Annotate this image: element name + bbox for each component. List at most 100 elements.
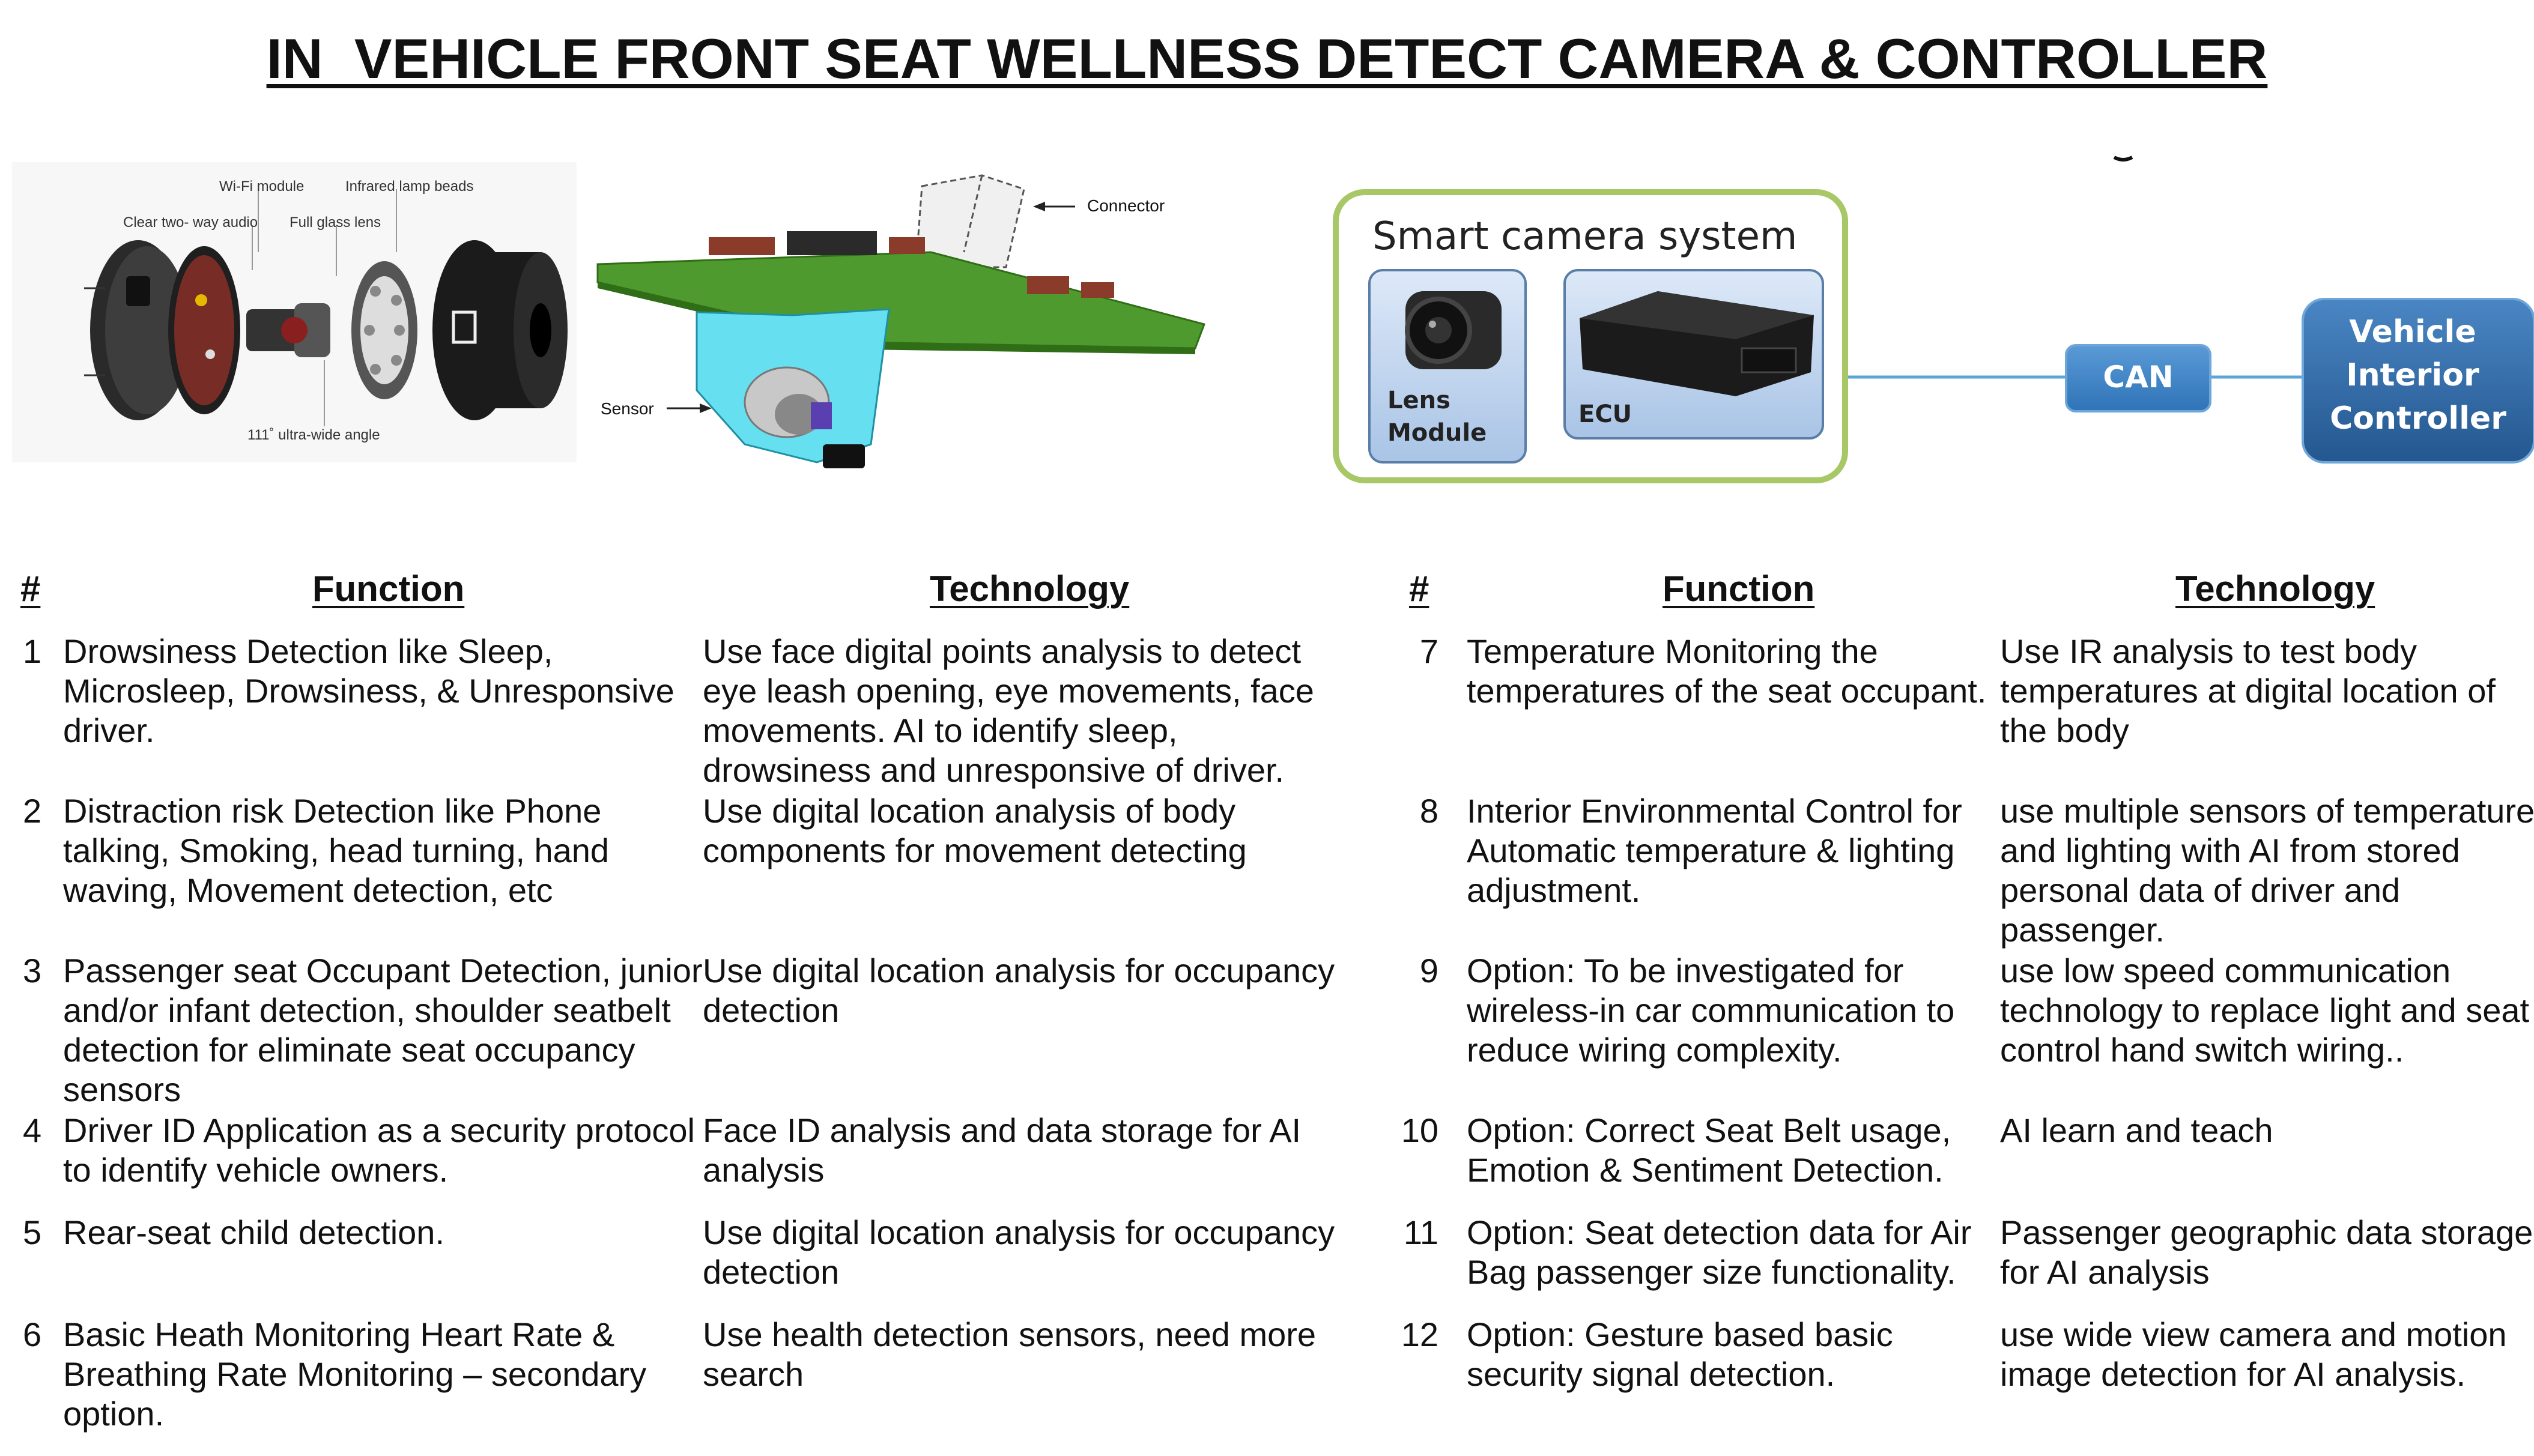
left-row-function-line: waving, Movement detection, etc (63, 871, 553, 909)
left-row-num: 2 (23, 791, 41, 831)
left-row-num-line: 5 (23, 1213, 42, 1251)
left-row-num-line: 1 (23, 632, 42, 670)
controller-label: Vehicle Interior Controller (2330, 314, 2506, 436)
camera-lens-icon (1405, 291, 1502, 369)
right-row-function-line: Option: To be investigated for (1467, 952, 1904, 989)
left-row-function-line: to identify vehicle owners. (63, 1151, 449, 1189)
right-row-technology-line: use low speed communication (2000, 952, 2451, 989)
right-row-num: 9 (1396, 951, 1438, 991)
left-row-num: 3 (23, 951, 41, 991)
left-row-technology-line: drowsiness and unresponsive of driver. (703, 751, 1285, 789)
left-technology-header: Technology (930, 569, 1130, 609)
left-row-function-line: Basic Heath Monitoring Heart Rate & (63, 1316, 615, 1353)
left-row-function-line: Microsleep, Drowsiness, & Unresponsive (63, 672, 674, 710)
right-row-function-line: security signal detection. (1467, 1355, 1835, 1393)
left-row-technology-line: Face ID analysis and data storage for AI (703, 1111, 1302, 1149)
connector-label: Connector (1087, 196, 1165, 215)
left-row-technology-line: detection (703, 991, 840, 1029)
glass-lens-label: Full glass lens (289, 214, 381, 231)
left-row-function-line: driver. (63, 711, 155, 749)
circuit-board-icon (168, 246, 240, 414)
left-row-num: 1 (23, 632, 41, 671)
left-row-technology: Use digital location analysis for occupa… (703, 1213, 1363, 1292)
left-row-technology-line: analysis (703, 1151, 825, 1189)
right-row-technology-line: AI learn and teach (2000, 1111, 2273, 1149)
right-row-function-line: Option: Correct Seat Belt usage, (1467, 1111, 1951, 1149)
left-row-technology: Face ID analysis and data storage for AI… (703, 1111, 1363, 1190)
right-row-num-line: 8 (1419, 792, 1438, 830)
right-num-header: # (1409, 569, 1429, 609)
right-row-technology-line: temperatures at digital location of (2000, 672, 2496, 710)
right-row-technology-line: use wide view camera and motion (2000, 1316, 2507, 1353)
right-row-technology-line: the body (2000, 711, 2129, 749)
ecu-box: ECU (1563, 269, 1824, 440)
pcb-sensor-diagram: Connector Sensor (596, 174, 1205, 468)
page-title: IN VEHICLE FRONT SEAT WELLNESS DETECT CA… (266, 27, 2268, 90)
left-row-technology: Use face digital points analysis to dete… (703, 632, 1363, 790)
infrared-lamp-label: Infrared lamp beads (345, 178, 473, 195)
right-row-function-line: Temperature Monitoring the (1467, 632, 1878, 670)
left-row-function: Passenger seat Occupant Detection, junio… (63, 951, 703, 1110)
left-row-function-line: and/or infant detection, shoulder seatbe… (63, 991, 671, 1029)
left-row-num-line: 6 (23, 1316, 42, 1353)
right-row-function-line: wireless-in car communication to (1467, 991, 1955, 1029)
right-row-num: 10 (1396, 1111, 1438, 1150)
right-row-technology-line: image detection for AI analysis. (2000, 1355, 2466, 1393)
left-row-function-line: Distraction risk Detection like Phone (63, 792, 602, 830)
right-row-num-line: 7 (1419, 632, 1438, 670)
left-row-function-line: option. (63, 1395, 165, 1433)
right-technology-header: Technology (2175, 569, 2375, 609)
left-row-technology-line: Use digital location analysis for occupa… (703, 952, 1335, 989)
camera-exploded-image: Wi-Fi module Infrared lamp beads Clear t… (12, 162, 577, 462)
right-row-num-line: 10 (1401, 1111, 1438, 1149)
right-row-function-line: Option: Seat detection data for Air (1467, 1213, 1972, 1251)
left-row-function: Rear-seat child detection. (63, 1213, 700, 1252)
left-row-technology-line: Use digital location analysis for occupa… (703, 1213, 1335, 1251)
left-row-num: 4 (23, 1111, 41, 1150)
left-row-function-line: Passenger seat Occupant Detection, junio… (63, 952, 703, 989)
can-label: CAN (2103, 360, 2173, 394)
left-row-technology: Use digital location analysis for occupa… (703, 951, 1363, 1030)
two-way-audio-label: Clear two- way audio (123, 214, 258, 231)
right-row-num: 7 (1396, 632, 1438, 671)
left-row-technology-line: components for movement detecting (703, 832, 1247, 869)
right-row-function-line: temperatures of the seat occupant. (1467, 672, 1987, 710)
controller-line-1: Vehicle (2349, 314, 2476, 350)
left-row-function: Basic Heath Monitoring Heart Rate &Breat… (63, 1315, 700, 1434)
right-row-num-line: 11 (1403, 1213, 1438, 1251)
right-row-technology-line: technology to replace light and seat (2000, 991, 2530, 1029)
left-row-function: Drowsiness Detection like Sleep,Microsle… (63, 632, 700, 751)
right-row-technology-line: control hand switch wiring.. (2000, 1031, 2404, 1069)
left-num-header: # (20, 569, 41, 609)
right-row-function-line: adjustment. (1467, 871, 1641, 909)
right-row-technology-line: Passenger geographic data storage (2000, 1213, 2533, 1251)
controller-line-3: Controller (2330, 400, 2506, 436)
left-row-function-line: sensors (63, 1071, 181, 1108)
left-row-technology-line: movements. AI to identify sleep, (703, 711, 1178, 749)
left-row-function: Driver ID Application as a security prot… (63, 1111, 700, 1190)
left-row-function-line: Breathing Rate Monitoring – secondary (63, 1355, 647, 1393)
left-row-num-line: 2 (23, 792, 42, 830)
right-function-header: Function (1663, 569, 1815, 609)
left-row-technology-line: Use health detection sensors, need more (703, 1316, 1317, 1353)
left-row-num-line: 4 (23, 1111, 42, 1149)
left-row-num: 6 (23, 1315, 41, 1355)
left-function-header: Function (312, 569, 465, 609)
right-row-num-line: 12 (1401, 1316, 1438, 1353)
left-row-technology-line: search (703, 1355, 804, 1393)
right-row-technology-line: for AI analysis (2000, 1253, 2210, 1291)
ultra-wide-angle-label: 111˚ ultra-wide angle (247, 427, 380, 443)
ecu-unit-icon (1580, 291, 1814, 396)
right-row-technology-line: passenger. (2000, 911, 2165, 949)
right-row-technology: AI learn and teach (2000, 1111, 2529, 1150)
right-row-function-line: reduce wiring complexity. (1467, 1031, 1842, 1069)
